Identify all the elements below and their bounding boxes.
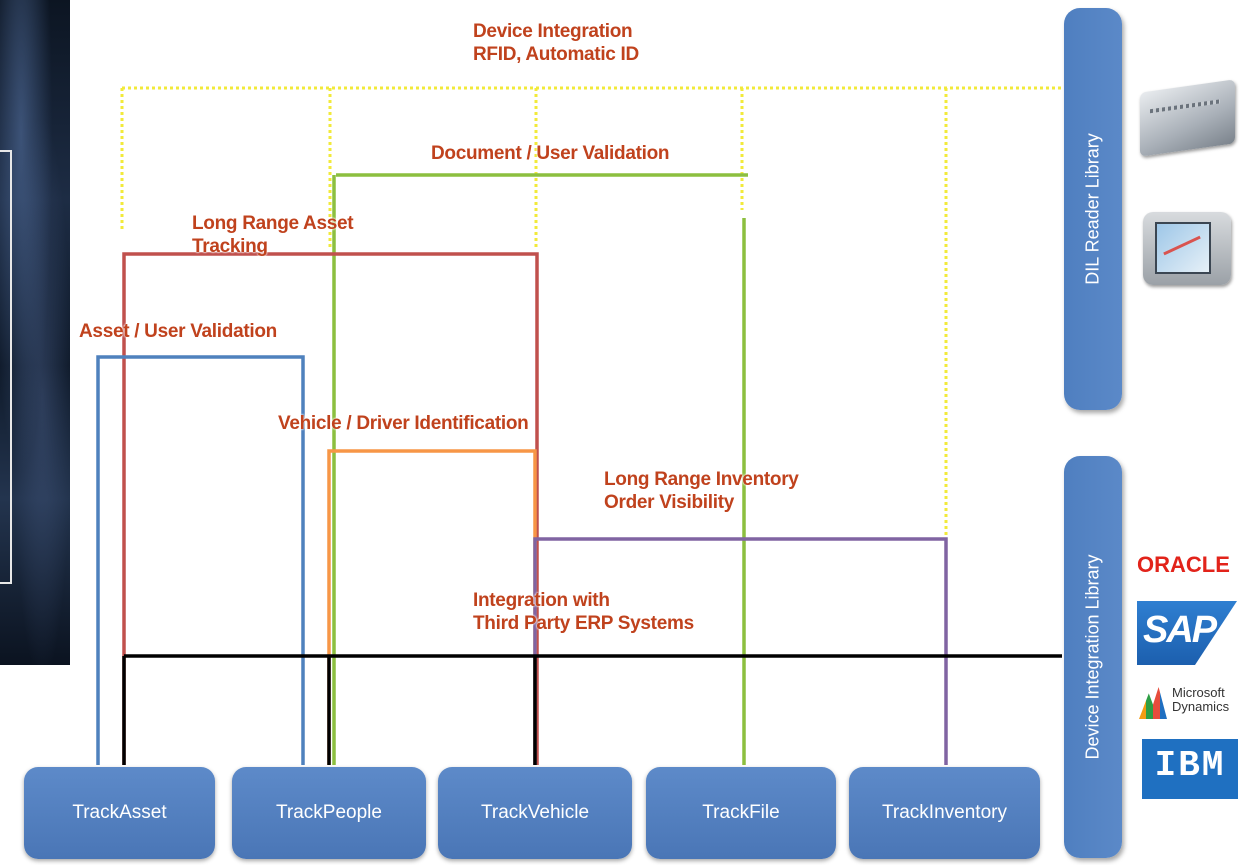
device-integration-lines (120, 86, 1064, 765)
label-device-integration: Device Integration RFID, Automatic ID (473, 21, 639, 65)
blue-path (96, 355, 305, 765)
asset-validation-lines (96, 355, 305, 765)
microsoft-dynamics-mark-icon (1139, 687, 1167, 719)
device-integration-library-label: Device Integration Library (1082, 554, 1103, 760)
label-long-range-asset-tracking: Long Range Asset Tracking (192, 213, 354, 257)
photo-frame (0, 150, 12, 584)
label-erp-integration: Integration with Third Party ERP Systems (473, 590, 694, 634)
label-vehicle-driver-identification: Vehicle / Driver Identification (278, 413, 529, 434)
long-range-asset-lines (122, 252, 539, 765)
module-trackvehicle[interactable]: TrackVehicle (438, 767, 632, 859)
rfid-reader-device-icon (1140, 79, 1235, 157)
red-path (122, 252, 539, 765)
module-trackfile[interactable]: TrackFile (646, 767, 836, 859)
ibm-logo: IBM (1142, 739, 1238, 799)
gps-device-icon (1143, 212, 1231, 285)
document-validation-lines (332, 173, 748, 765)
label-long-range-inventory: Long Range Inventory Order Visibility (604, 469, 799, 513)
purple-path (533, 537, 948, 765)
microsoft-dynamics-logo: Microsoft Dynamics (1137, 683, 1247, 723)
module-trackinventory[interactable]: TrackInventory (849, 767, 1040, 859)
oracle-logo: ORACLE (1137, 552, 1230, 577)
dil-reader-library-panel: DIL Reader Library (1064, 8, 1122, 410)
dil-reader-library-label: DIL Reader Library (1082, 133, 1103, 285)
device-integration-library-panel: Device Integration Library (1064, 456, 1122, 858)
label-asset-user-validation: Asset / User Validation (79, 321, 277, 342)
erp-integration-lines (122, 654, 1062, 765)
long-range-inventory-lines (533, 537, 948, 765)
module-trackpeople[interactable]: TrackPeople (232, 767, 426, 859)
label-document-user-validation: Document / User Validation (431, 143, 670, 164)
gps-screen (1155, 222, 1211, 274)
module-trackasset[interactable]: TrackAsset (24, 767, 215, 859)
